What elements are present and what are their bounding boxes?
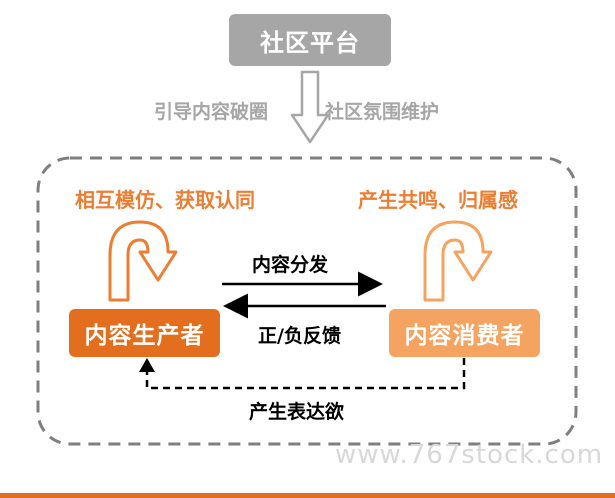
bottom-accent-bar [0,493,615,498]
content-producer-node: 内容生产者 [69,309,220,357]
feedback-label: 正/负反馈 [258,325,341,347]
producer-loop-text: 相互模仿、获取认同 [75,188,255,212]
community-atmosphere-label: 社区氛围维护 [325,101,440,123]
producer-loop-icon [108,220,178,302]
content-consumer-node: 内容消费者 [389,309,540,357]
desire-label: 产生表达欲 [249,401,345,423]
consumer-loop-text: 产生共鸣、归属感 [358,188,518,212]
guide-content-label: 引导内容破圈 [154,101,269,123]
distribute-label: 内容分发 [252,254,329,276]
down-arrow-icon [290,70,330,144]
community-boundary [36,156,578,446]
consumer-loop-icon [423,220,493,302]
community-platform-box: 社区平台 [229,14,391,66]
desire-arrow-head [139,358,155,372]
desire-arrow [145,358,466,390]
watermark-text: www.767stock.com [335,440,604,470]
